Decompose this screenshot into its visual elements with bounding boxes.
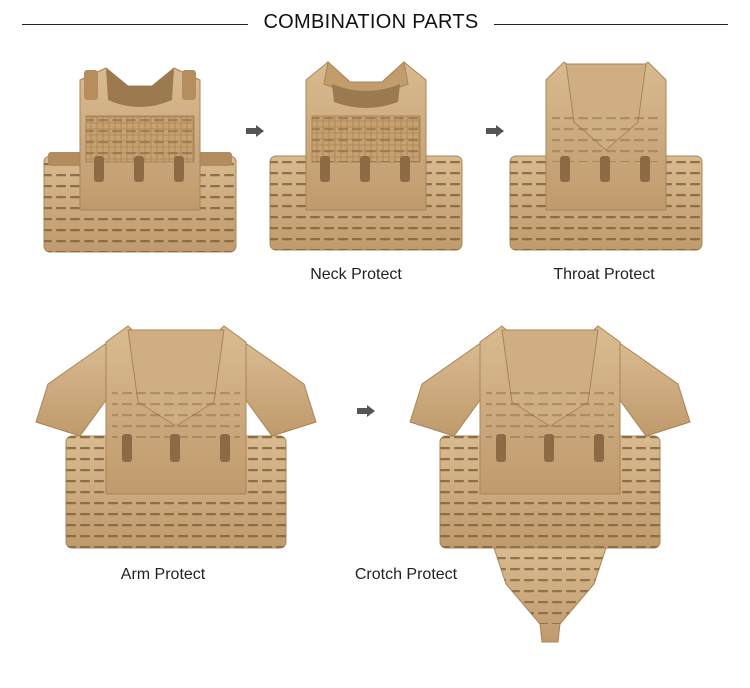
right-arrow-icon [486, 124, 504, 137]
header: COMBINATION PARTS [0, 0, 750, 46]
vest-arm-protect-image [35, 322, 317, 552]
caption-crotch-protect: Crotch Protect [354, 566, 458, 583]
vest-base-image [40, 60, 240, 255]
right-arrow-icon [246, 124, 264, 137]
header-rule-right [494, 24, 728, 25]
caption-throat-protect: Throat Protect [553, 266, 655, 283]
page-title: COMBINATION PARTS [263, 11, 479, 33]
vest-crotch-protect-image [409, 322, 691, 648]
header-rule-left [22, 24, 248, 25]
vest-neck-protect-image [266, 58, 466, 253]
right-arrow-icon [357, 404, 375, 417]
caption-arm-protect: Arm Protect [120, 566, 206, 583]
caption-neck-protect: Neck Protect [310, 266, 402, 283]
vest-throat-protect-image [506, 58, 706, 253]
